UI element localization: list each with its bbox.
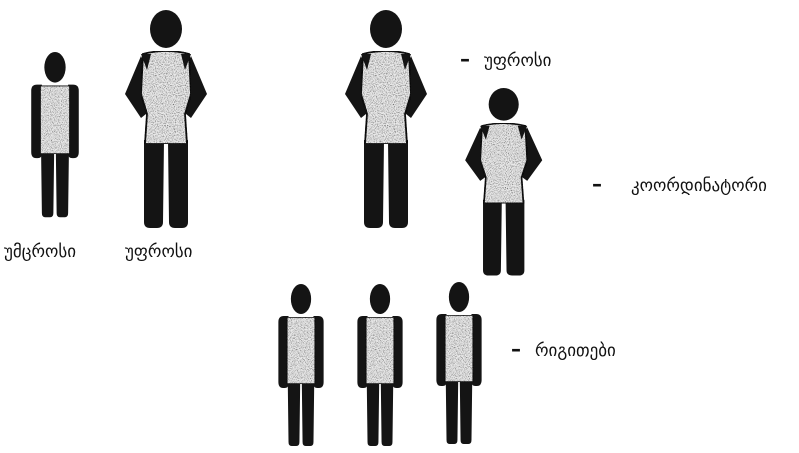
member-figure (436, 282, 481, 444)
junior-label: უმცროსი (4, 242, 76, 262)
member-figure (278, 284, 323, 446)
senior-label-left: უფროსი (125, 242, 193, 262)
members-label: რიგითები (535, 341, 616, 361)
coordinator-dash: – (592, 172, 602, 196)
senior-dash: – (460, 47, 470, 71)
junior-figure (31, 52, 79, 217)
members-dash: – (511, 337, 521, 361)
senior-label: უფროსი (484, 51, 552, 71)
senior-figure-left (125, 10, 207, 228)
senior-figure (345, 10, 427, 228)
coordinator-label: კოორდინატორი (631, 176, 767, 196)
coordinator-figure (465, 88, 542, 275)
member-figure (357, 284, 402, 446)
